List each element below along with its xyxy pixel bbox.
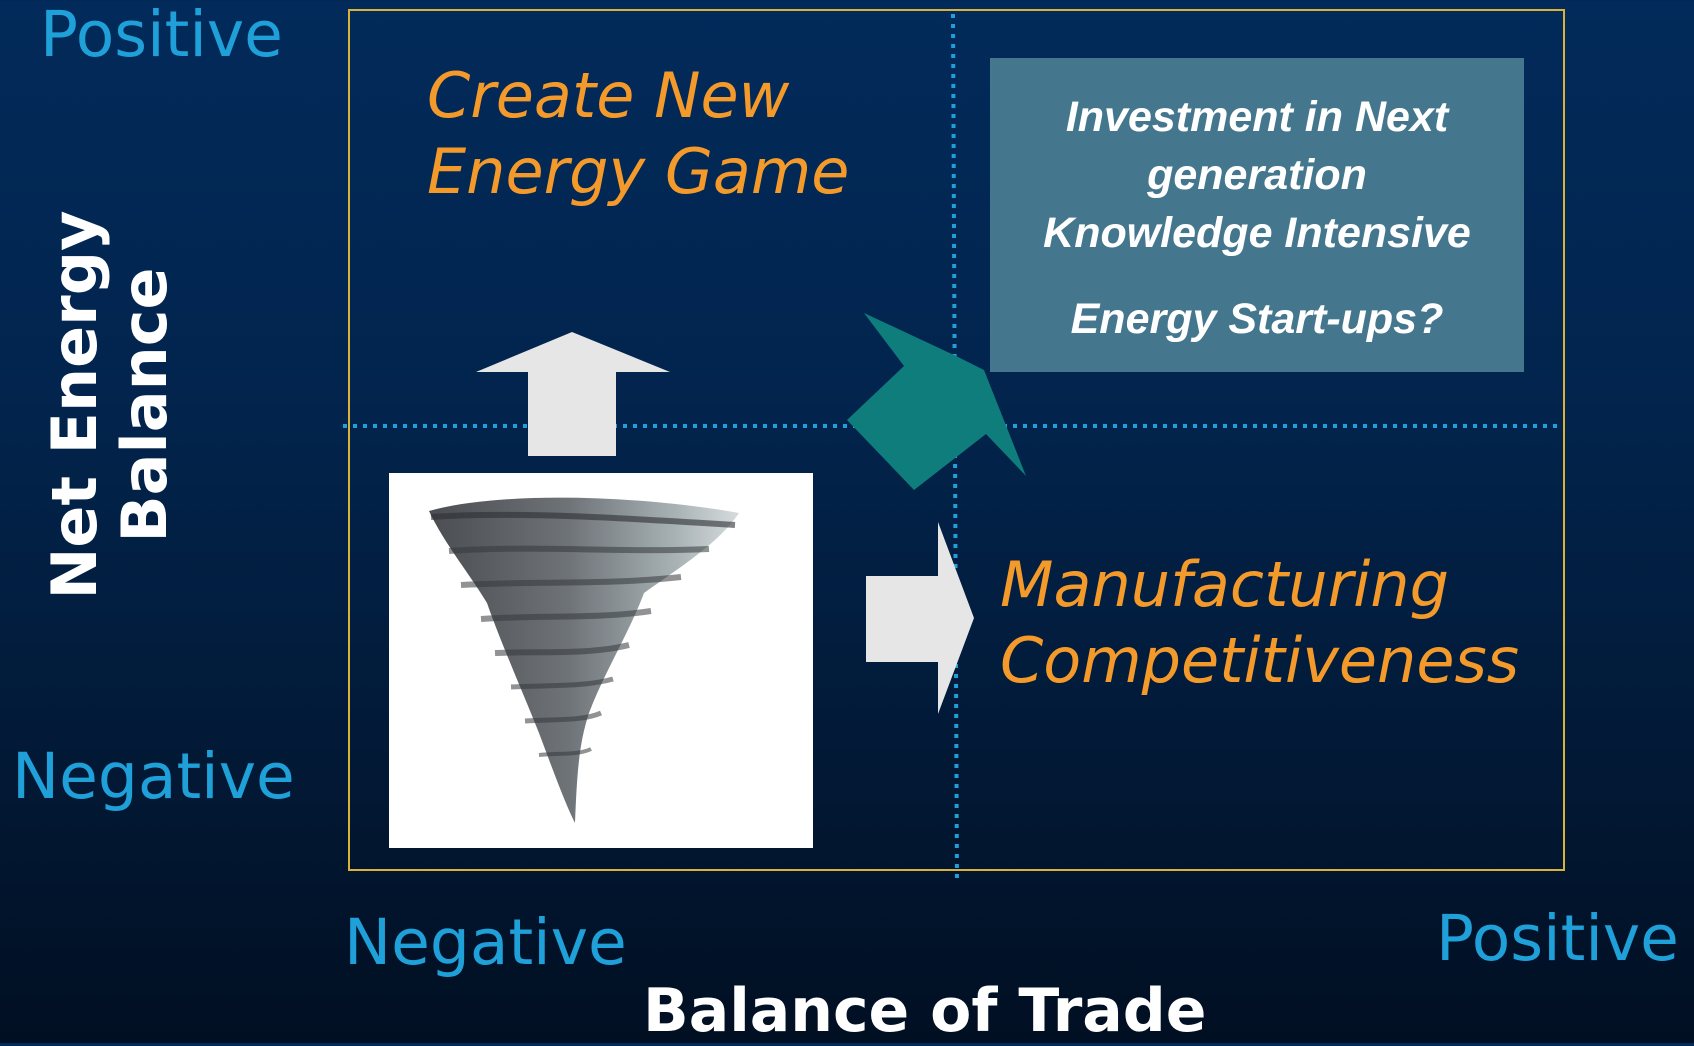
tornado-image (389, 473, 813, 848)
bottom-right-label-line1: Manufacturing (1000, 548, 1449, 621)
bottom-right-label-line2: Competitiveness (1000, 624, 1520, 697)
x-axis-title: Balance of Trade (643, 976, 1207, 1046)
callout-line4: Energy Start-ups? (1070, 295, 1444, 343)
investment-callout: Investment in Next generation Knowledge … (990, 58, 1524, 372)
quadrant-frame (348, 9, 1565, 871)
y-axis-title: Net Energy Balance (38, 200, 181, 610)
arrow-right-icon (866, 522, 974, 714)
y-axis-negative: Negative (12, 740, 295, 813)
bottom-right-quadrant-label: Manufacturing Competitiveness (1000, 547, 1519, 699)
tornado-icon (429, 497, 739, 823)
arrow-diagonal-icon (847, 313, 1026, 490)
callout-line3: Knowledge Intensive (1043, 209, 1471, 257)
top-left-label-line1: Create New (427, 59, 790, 132)
callout-line2: generation (1147, 151, 1367, 199)
top-left-quadrant-label: Create New Energy Game (427, 58, 849, 210)
x-axis-positive: Positive (1436, 902, 1679, 975)
y-axis-positive: Positive (40, 0, 283, 71)
y-axis-title-line2: Balance (108, 267, 181, 543)
top-left-label-line2: Energy Game (427, 135, 850, 208)
y-axis-title-line1: Net Energy (38, 210, 111, 600)
x-axis-negative: Negative (344, 906, 627, 979)
callout-line1: Investment in Next (1065, 93, 1449, 141)
arrow-up-icon (476, 332, 670, 456)
